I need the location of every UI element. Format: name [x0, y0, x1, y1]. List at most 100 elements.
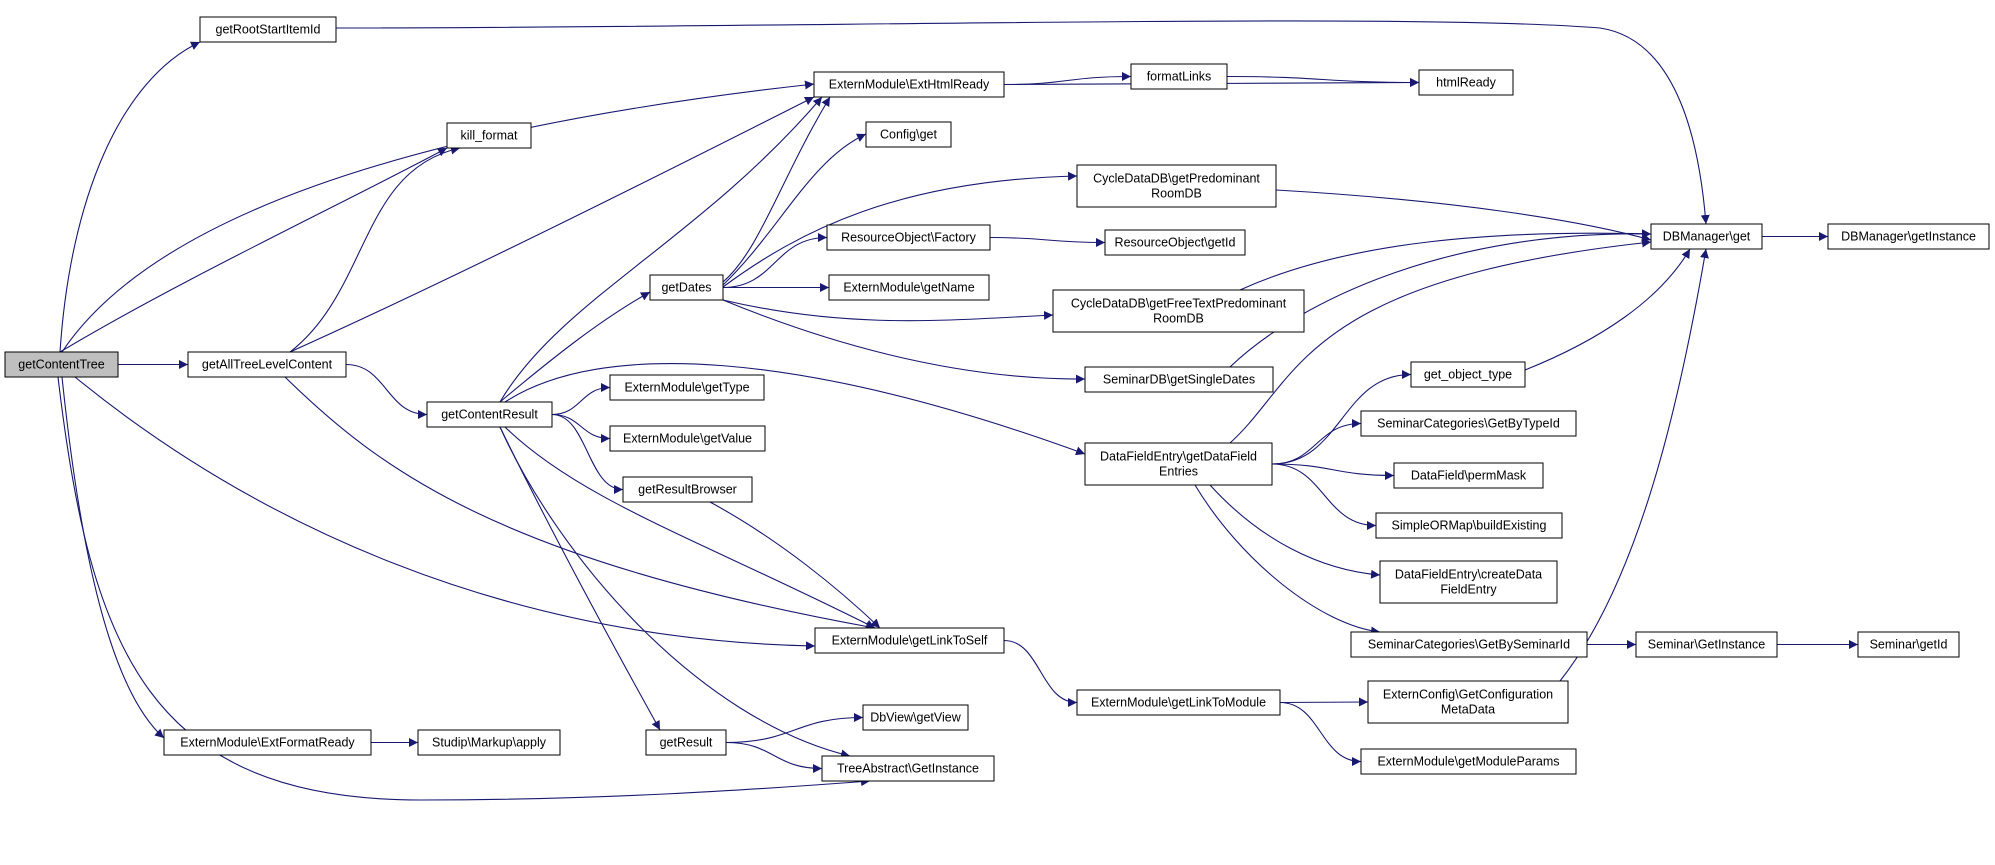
node-label: ExternModule\getModuleParams	[1377, 755, 1559, 769]
node-label: DataFieldEntry\createData	[1395, 568, 1542, 582]
edge-exthtmlready-to-formatlinks	[1003, 72, 1132, 86]
node-label: ExternModule\getName	[843, 281, 974, 295]
edge-getdatafieldentries-to-getobjecttype	[1271, 370, 1412, 465]
node-getvalue[interactable]: ExternModule\getValue	[609, 425, 766, 452]
node-treeabstract[interactable]: TreeAbstract\GetInstance	[821, 755, 995, 782]
node-label: Seminar\getId	[1870, 638, 1948, 652]
node-label: Seminar\GetInstance	[1648, 638, 1765, 652]
edge-getcontenttree-to-getrootstartitemid	[59, 41, 201, 353]
node-label: ExternModule\getLinkToModule	[1091, 696, 1266, 710]
node-label: DBManager\get	[1663, 230, 1751, 244]
node-box	[828, 274, 990, 301]
edge-getobjecttype-to-dbmanagerget	[1524, 248, 1691, 371]
edge-getalltreelevelcontent-to-getcontentresult	[345, 363, 428, 419]
node-label: kill_format	[461, 129, 518, 143]
node-box	[187, 351, 347, 378]
edge-getalltreelevelcontent-to-kill-format	[289, 145, 461, 353]
node-box	[609, 374, 765, 401]
edge-getcontenttree-to-getlinktoself	[74, 376, 816, 651]
node-label: MetaData	[1441, 703, 1495, 717]
edge-getresult-to-treeabstract	[725, 741, 823, 773]
edge-getcontenttree-to-treeabstract	[57, 376, 871, 801]
node-layer: getContentTree getRootStartItemId kill_for…	[4, 16, 1990, 782]
node-exthtmlready[interactable]: ExternModule\ExtHtmlReady	[813, 71, 1005, 98]
node-getbytypeid[interactable]: SeminarCategories\GetByTypeId	[1360, 410, 1577, 437]
node-configget[interactable]: Config\get	[865, 121, 952, 148]
node-label: Studip\Markup\apply	[432, 736, 547, 750]
node-box	[1052, 289, 1305, 333]
node-resgetid[interactable]: ResourceObject\getId	[1104, 229, 1246, 256]
edge-getdates-to-getpredominant	[722, 171, 1078, 288]
edge-getdates-to-getfreetext	[722, 299, 1054, 322]
node-getbyseminarid[interactable]: SeminarCategories\GetBySeminarId	[1350, 631, 1588, 658]
node-gettype[interactable]: ExternModule\getType	[609, 374, 765, 401]
node-getresult[interactable]: getResult	[645, 729, 727, 756]
node-label: TreeAbstract\GetInstance	[837, 762, 979, 776]
node-label: ResourceObject\getId	[1115, 236, 1236, 250]
node-box	[1393, 462, 1544, 489]
node-box	[1084, 442, 1273, 486]
edge-getcontentresult-to-getvalue	[551, 413, 611, 443]
node-resfactory[interactable]: ResourceObject\Factory	[826, 224, 991, 251]
node-markupapply[interactable]: Studip\Markup\apply	[417, 729, 561, 756]
edge-getconfigmeta-to-dbmanagerget	[1559, 248, 1709, 682]
node-getcontentresult[interactable]: getContentResult	[426, 401, 553, 428]
edge-getcontentresult-to-treeabstract	[499, 426, 851, 759]
edge-getcontenttree-to-exthtmlready	[61, 80, 815, 353]
edge-getdatafieldentries-to-permmask	[1271, 463, 1395, 480]
node-label: Entries	[1159, 465, 1198, 479]
node-getresultbrowser[interactable]: getResultBrowser	[622, 476, 753, 503]
node-getrootstartitemid[interactable]: getRootStartItemId	[199, 16, 337, 43]
node-box	[1418, 69, 1514, 96]
node-label: ExternModule\ExtHtmlReady	[829, 78, 990, 92]
node-getmoduleparams[interactable]: ExternModule\getModuleParams	[1360, 748, 1577, 775]
edge-getdates-to-exthtmlready	[722, 96, 831, 283]
node-buildexisting[interactable]: SimpleORMap\buildExisting	[1375, 512, 1563, 539]
node-box	[1375, 512, 1563, 539]
edge-formatlinks-to-htmlready	[1226, 75, 1420, 87]
node-getsingledates[interactable]: SeminarDB\getSingleDates	[1084, 366, 1274, 393]
node-getdates[interactable]: getDates	[649, 274, 724, 301]
node-kill-format[interactable]: kill_format	[446, 122, 532, 149]
node-box	[1635, 631, 1778, 658]
node-dbviewgetview[interactable]: DbView\getView	[862, 704, 969, 731]
node-box	[199, 16, 337, 43]
node-getlinktomodule[interactable]: ExternModule\getLinkToModule	[1076, 689, 1281, 716]
edge-getalltreelevelcontent-to-getlinktoself	[284, 376, 876, 631]
node-getlinktoself[interactable]: ExternModule\getLinkToSelf	[814, 627, 1005, 654]
node-getname[interactable]: ExternModule\getName	[828, 274, 990, 301]
node-seminargetid[interactable]: Seminar\getId	[1857, 631, 1960, 658]
node-box	[1410, 361, 1526, 388]
node-label: CycleDataDB\getPredominant	[1093, 172, 1260, 186]
edge-getcontentresult-to-getresultbrowser	[551, 413, 624, 494]
node-extformatready[interactable]: ExternModule\ExtFormatReady	[163, 729, 372, 756]
node-label: DbView\getView	[870, 711, 962, 725]
edge-getalltreelevelcontent-to-exthtmlready	[289, 96, 815, 353]
node-getcontenttree[interactable]: getContentTree	[4, 351, 119, 378]
node-label: formatLinks	[1147, 70, 1212, 84]
node-box	[865, 121, 952, 148]
node-htmlready[interactable]: htmlReady	[1418, 69, 1514, 96]
node-label: htmlReady	[1436, 76, 1496, 90]
node-dbmanagerget[interactable]: DBManager\get	[1650, 223, 1763, 250]
node-getalltreelevelcontent[interactable]: getAllTreeLevelContent	[187, 351, 347, 378]
edge-getsingledates-to-dbmanagerget	[1229, 229, 1652, 368]
edge-getpredominant-to-dbmanagerget	[1275, 189, 1652, 242]
node-box	[1104, 229, 1246, 256]
edge-getcontenttree-to-extformatready	[61, 376, 165, 739]
node-box	[813, 71, 1005, 98]
node-seminargetinstance[interactable]: Seminar\GetInstance	[1635, 631, 1778, 658]
node-permmask[interactable]: DataField\permMask	[1393, 462, 1544, 489]
node-formatlinks[interactable]: formatLinks	[1130, 63, 1228, 90]
edge-getlinktomodule-to-getmoduleparams	[1279, 701, 1362, 766]
node-label: ExternModule\ExtFormatReady	[180, 736, 355, 750]
node-dbmanagerinstance[interactable]: DBManager\getInstance	[1827, 223, 1990, 250]
node-getobjecttype[interactable]: get_object_type	[1410, 361, 1526, 388]
node-box	[1827, 223, 1990, 250]
